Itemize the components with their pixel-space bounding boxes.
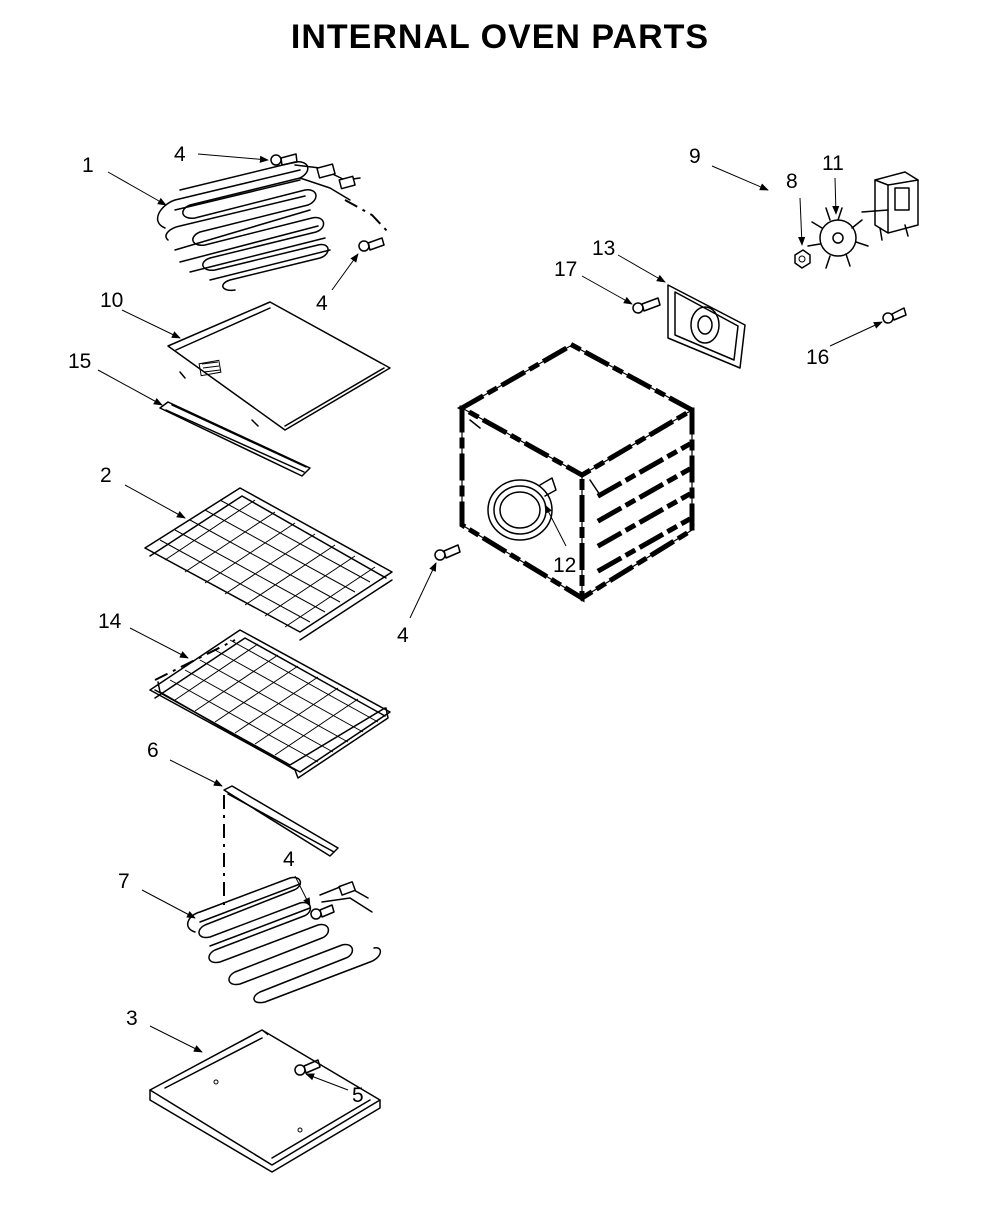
bottom-panel[interactable]	[149, 1029, 381, 1173]
motor-screw[interactable]	[882, 307, 907, 324]
callout-label-11: 11	[822, 152, 844, 175]
callout-label-1: 1	[82, 154, 94, 177]
callout-label-4d: 4	[397, 624, 409, 647]
callout-label-13: 13	[592, 237, 615, 260]
fan-blade[interactable]	[807, 207, 869, 269]
broil-element[interactable]	[156, 161, 389, 292]
callout-label-17: 17	[554, 258, 577, 281]
bake-element-shield[interactable]	[223, 785, 339, 905]
oven-rack[interactable]	[144, 487, 393, 641]
callout-label-8: 10	[100, 289, 123, 312]
callout-label-12: 12	[553, 554, 576, 577]
callout-label-4c: 4	[283, 848, 295, 871]
shield-strip[interactable]	[159, 401, 311, 477]
callout-label-7: 7	[118, 870, 130, 893]
callout-label-9: 9	[689, 145, 701, 168]
fan-baffle[interactable]	[667, 284, 746, 369]
nut[interactable]	[794, 249, 811, 269]
convection-element[interactable]	[487, 477, 557, 541]
callout-label-2: 2	[100, 464, 112, 487]
bake-element[interactable]	[186, 876, 382, 1004]
broil-shield-panel[interactable]	[167, 301, 391, 431]
callout-label-6: 6	[147, 739, 159, 762]
sliding-rack[interactable]	[149, 629, 391, 779]
oven-cavity[interactable]	[456, 342, 698, 603]
convection-motor[interactable]	[861, 171, 919, 241]
screw-cavity[interactable]	[434, 544, 461, 561]
callout-arrows	[97, 153, 883, 1091]
screw-bottom[interactable]	[294, 1059, 321, 1076]
callout-label-10: 8	[786, 170, 798, 193]
page-title: INTERNAL OVEN PARTS	[290, 18, 710, 56]
callout-label-4a: 4	[174, 143, 186, 166]
callout-label-15: 15	[68, 350, 91, 373]
callout-label-16: 16	[806, 346, 829, 369]
callout-label-5: 5	[352, 1084, 364, 1107]
screw-top-2[interactable]	[358, 237, 385, 252]
screw-baffle[interactable]	[632, 297, 661, 314]
callout-label-4b: 4	[316, 292, 328, 315]
callout-label-14: 14	[98, 610, 122, 633]
screw-top-1[interactable]	[270, 153, 298, 166]
callout-label-3: 3	[126, 1007, 138, 1030]
screw-bake[interactable]	[310, 904, 335, 920]
